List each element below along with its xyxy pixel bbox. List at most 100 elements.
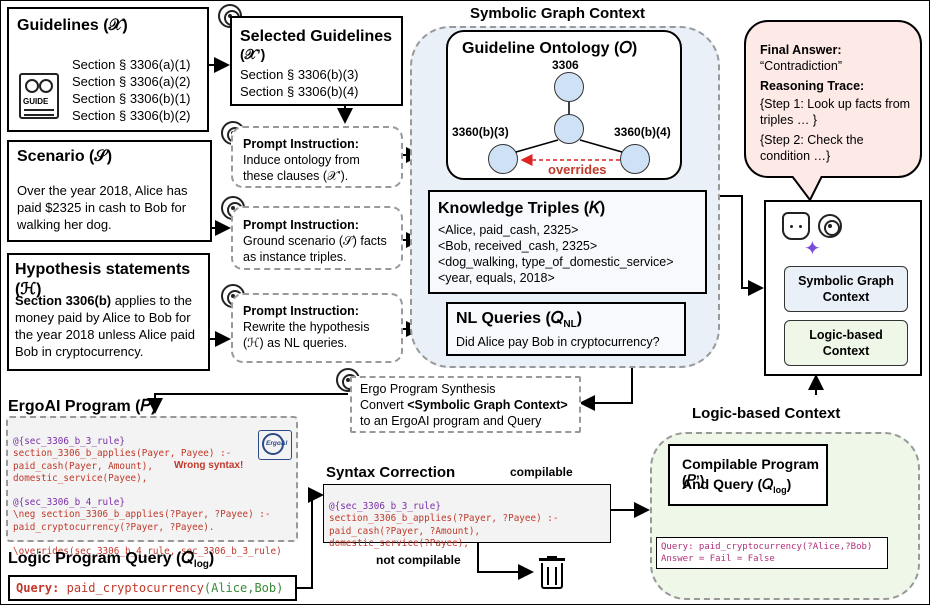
agent-box: ✦ Symbolic Graph Context Logic-based Con…: [764, 200, 922, 376]
sparkle-icon: ✦: [804, 238, 821, 260]
sgc-title: Symbolic Graph Context: [470, 5, 646, 22]
guide-icon-label: GUIDE: [23, 97, 49, 106]
agent-logic-label: Logic-based Context: [809, 328, 883, 358]
code-line: @{sec_3306_b_3_rule}: [13, 436, 125, 448]
code-line: paid_cash(Payer, Amount),: [13, 460, 153, 472]
ergo-synthesis-sgc-ref: <Symbolic Graph Context>: [407, 398, 568, 412]
nl-queries-title-text: NL Queries (𝑄: [456, 310, 564, 327]
compilable-title-2-close: ): [786, 476, 792, 492]
compilable-label: compilable: [510, 465, 573, 479]
lpq-title: Logic Program Query (𝑄log): [8, 550, 214, 570]
code-line: paid_cryptocurrency(?Payer, ?Payee).: [13, 521, 215, 533]
reasoning-step-1: {Step 1: Look up facts from triples … }: [760, 97, 911, 127]
lpq-query-function: paid_cryptocurrency: [66, 581, 204, 595]
prompt-body: Rewrite the hypothesis (ℋ) as NL queries…: [243, 320, 370, 350]
syntax-title: Syntax Correction: [326, 464, 456, 481]
guideline-item: Section § 3306(a)(2): [72, 74, 191, 89]
compilable-title-2-sub: log: [773, 484, 787, 495]
final-answer-value: “Contradiction”: [760, 59, 842, 73]
compiled-answer-line: Answer = Fail = False: [661, 554, 775, 564]
not-compilable-label: not compilable: [376, 553, 461, 567]
compiled-query-line: Query: paid_cryptocurrency(?Alice,?Bob): [661, 542, 873, 552]
hypothesis-body: Section 3306(b) applies to the money pai…: [15, 292, 207, 360]
ergo-synthesis-box: Ergo Program Synthesis Convert <Symbolic…: [350, 376, 581, 433]
lpq-query-args: (Alice,Bob): [203, 581, 284, 595]
prompt-title: Prompt Instruction:: [243, 304, 359, 318]
nl-queries-box: NL Queries (𝑄NL) Did Alice pay Bob in cr…: [446, 302, 686, 356]
triple-item: <Alice, paid_cash, 2325>: [438, 223, 579, 237]
guide-book-icon: GUIDE: [19, 73, 59, 119]
lpq-title-sub: log: [193, 559, 209, 571]
ergo-synthesis-line1: Convert <Symbolic Graph Context>: [360, 397, 568, 413]
guidelines-list: Section § 3306(a)(1) Section § 3306(a)(2…: [72, 56, 191, 124]
code-line: @{sec_3306_b_4_rule}: [13, 497, 125, 509]
node-label-left: 3360(b)(3): [452, 125, 509, 139]
triple-item: <year, equals, 2018>: [438, 271, 555, 285]
trash-icon: [536, 556, 568, 590]
cat-avatar-icon: [782, 212, 810, 240]
compilable-title-1: Compilable Program (𝑃’): [682, 456, 819, 488]
code-line: @{sec_3306_b_3_rule}: [329, 501, 441, 513]
ergo-program-title: ErgoAI Program (𝑃): [8, 398, 157, 415]
guideline-item: Section § 3306(a)(1): [72, 57, 191, 72]
prompt-title: Prompt Instruction:: [243, 137, 359, 151]
guideline-item: Section § 3306(b)(1): [72, 91, 191, 106]
nl-queries-title: NL Queries (𝑄NL): [456, 310, 582, 330]
lpq-query-keyword: Query:: [16, 581, 60, 595]
overrides-label: overrides: [548, 162, 607, 177]
hypothesis-box: Hypothesis statements (ℋ) Section 3306(b…: [7, 253, 210, 371]
scenario-box: Scenario (𝒮) Over the year 2018, Alice h…: [7, 140, 212, 242]
compilable-title-2-text: And Query (𝑄: [682, 476, 774, 492]
node-label-3306: 3306: [552, 58, 579, 72]
syntax-code: @{sec_3306_b_3_rule} section_3306_b_appl…: [329, 489, 559, 550]
openai-icon: [818, 214, 842, 238]
selected-item: Section § 3306(b)(4): [240, 84, 359, 99]
prompt-title: Prompt Instruction:: [243, 218, 359, 232]
node-label-right: 3360(b)(4): [614, 125, 671, 139]
triple-item: <Bob, received_cash, 2325>: [438, 239, 598, 253]
code-line: domestic_service(Payee),: [13, 472, 148, 484]
lpq-title-close: ): [208, 550, 215, 567]
ontology-node-left: [488, 144, 518, 174]
selected-item: Section § 3306(b)(3): [240, 67, 359, 82]
code-line: paid_cash(?Payer, ?Amount),: [329, 525, 481, 537]
triple-item: <dog_walking, type_of_domestic_service>: [438, 255, 674, 269]
triples-title: Knowledge Triples (𝐾): [438, 200, 606, 217]
hypothesis-lead: Section 3306(b): [15, 293, 112, 308]
knowledge-triples-box: Knowledge Triples (𝐾) <Alice, paid_cash,…: [428, 190, 707, 294]
code-line: \neg section_3306_b_applies(?Payer, ?Pay…: [13, 509, 271, 521]
nl-query: Did Alice pay Bob in cryptocurrency?: [456, 335, 660, 349]
lpq-title-text: Logic Program Query (𝑄: [8, 550, 194, 567]
ergoai-logo: ErgoAI: [258, 430, 292, 460]
ergo-synthesis-line1-text: Convert: [360, 398, 408, 412]
compiled-query-box: Query: paid_cryptocurrency(?Alice,?Bob) …: [656, 537, 888, 569]
compilable-title-2: And Query (𝑄log): [682, 476, 791, 495]
final-answer-title: Final Answer:: [760, 43, 842, 57]
syntax-box: @{sec_3306_b_3_rule} section_3306_b_appl…: [323, 484, 611, 549]
prompt-instruction-1: Prompt Instruction: Induce ontology from…: [231, 126, 403, 188]
code-line: \overrides(sec_3306_b_4_rule, sec_3306_b…: [13, 546, 282, 558]
prompt-body: Induce ontology from these clauses (𝒳’).: [243, 153, 360, 183]
nl-queries-sub: NL: [563, 319, 577, 331]
hypothesis-text: applies to the money paid by Alice to Bo…: [15, 293, 195, 359]
wrong-syntax-label: Wrong syntax!: [174, 460, 244, 471]
prompt-instruction-3: Prompt Instruction: Rewrite the hypothes…: [231, 293, 403, 363]
agent-logic-box: Logic-based Context: [784, 320, 908, 366]
reasoning-trace-title: Reasoning Trace:: [760, 79, 865, 93]
ergo-synthesis-line2: to an ErgoAI program and Query: [360, 414, 542, 428]
selected-guidelines-box: Selected Guidelines (𝒳’) Section § 3306(…: [230, 16, 403, 106]
ergoai-logo-text: ErgoAI: [266, 440, 288, 447]
final-answer-bubble: Final Answer: “Contradiction” Reasoning …: [744, 20, 922, 178]
compilable-program-box: Compilable Program (𝑃’) And Query (𝑄log): [668, 444, 828, 506]
ergo-synthesis-title: Ergo Program Synthesis: [360, 382, 496, 396]
prompt-body: Ground scenario (𝒮) facts as instance tr…: [243, 234, 387, 264]
reasoning-step-2: {Step 2: Check the condition …}: [760, 133, 864, 163]
agent-sgc-box: Symbolic Graph Context: [784, 266, 908, 312]
lpq-box: Query: paid_cryptocurrency(Alice,Bob): [8, 575, 297, 601]
ontology-node-top: [554, 72, 584, 102]
ergo-program-box: @{sec_3306_b_3_rule} section_3306_b_appl…: [6, 416, 298, 557]
agent-sgc-label: Symbolic Graph Context: [798, 274, 894, 304]
guidelines-box: Guidelines (𝒳) GUIDE Section § 3306(a)(1…: [7, 7, 209, 132]
code-line: domestic_service(?Payee),: [329, 537, 469, 549]
